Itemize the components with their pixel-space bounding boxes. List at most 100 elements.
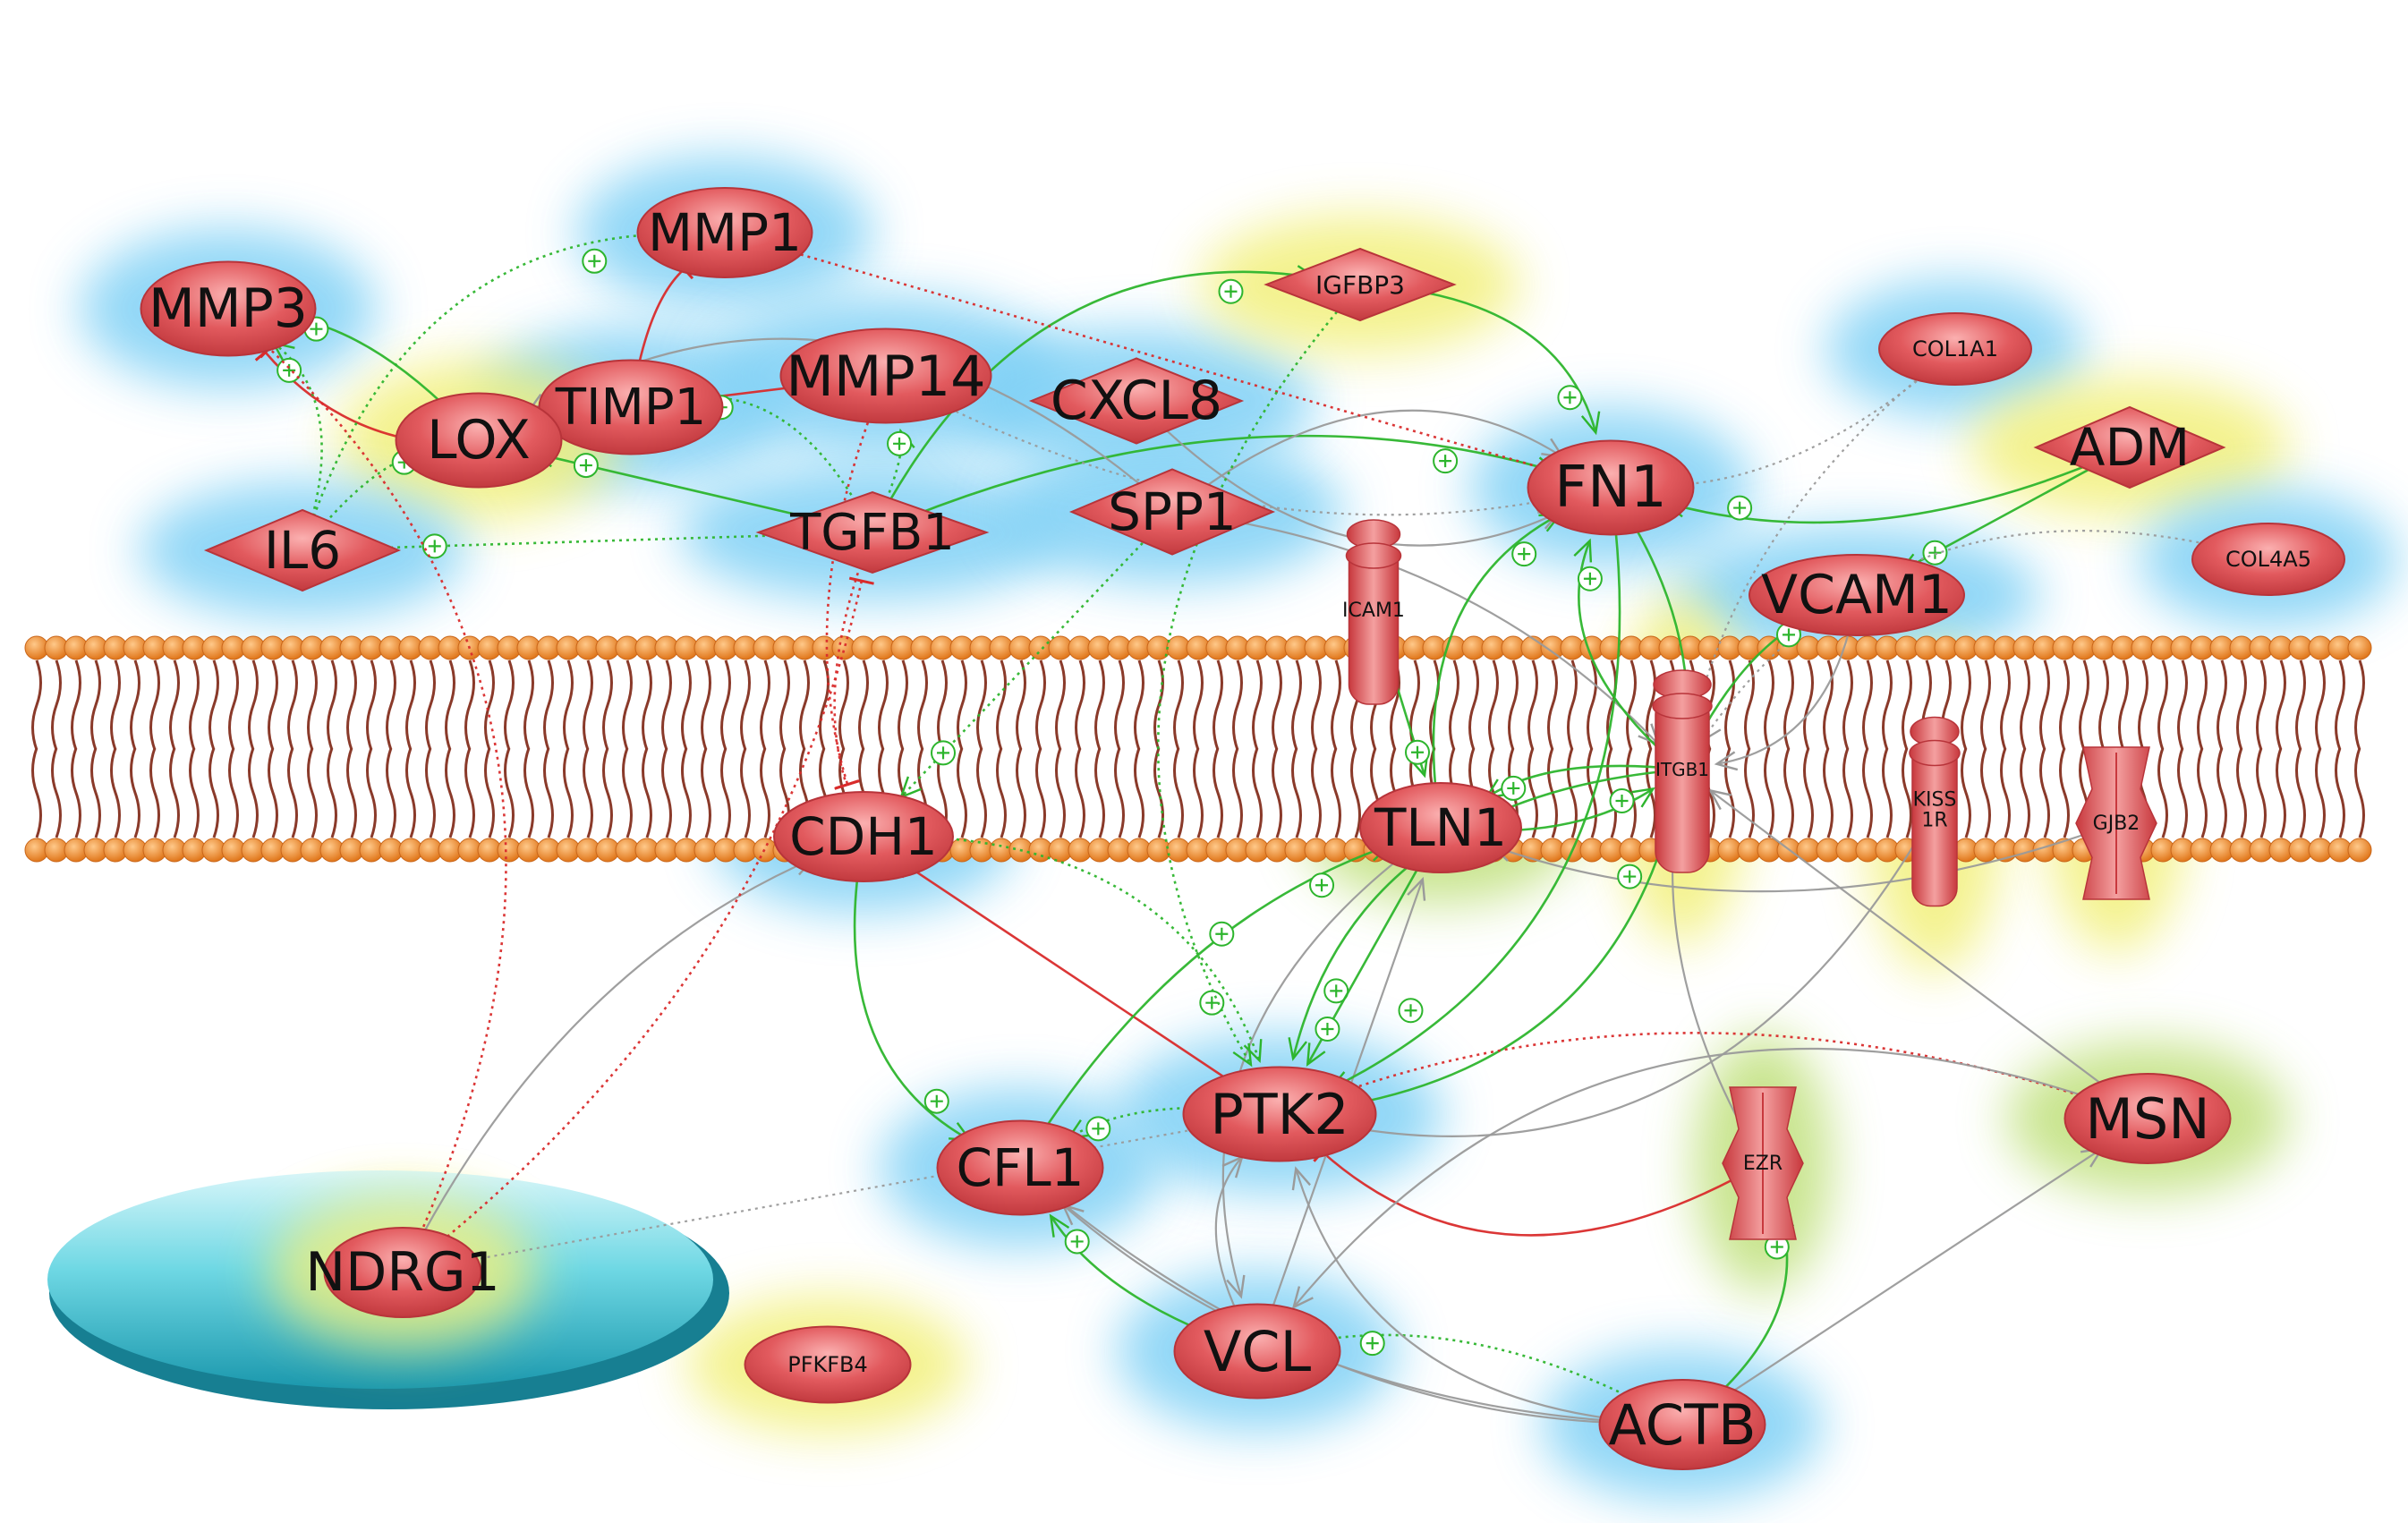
node-mmp14[interactable]: MMP14 [779,328,992,424]
activation-plus-icon [1199,990,1225,1016]
node-il6[interactable]: IL6 [203,508,402,592]
node-gjb2[interactable]: GJB2 [2075,746,2157,900]
activation-plus-icon [1433,448,1459,474]
activation-plus-icon [1085,1116,1111,1142]
node-ndrg1[interactable]: NDRG1 [305,1227,500,1318]
node-col4a5[interactable]: COL4A5 [2191,523,2345,596]
receptor-ring [1652,693,1713,719]
receptor-ring [1345,542,1402,569]
activation-plus-icon [1218,278,1244,304]
node-label: COL1A1 [1912,336,1998,362]
node-shape-ellipse [1527,439,1695,536]
edge-tgfb1-mmp14 [871,428,915,533]
node-shape-diamond [1068,468,1276,556]
node-label: PTK2 [1210,1082,1349,1147]
node-shape-ellipse [1749,554,1965,636]
node-lox[interactable]: LOX [395,392,563,489]
node-label: TLN1 [1374,797,1507,858]
node-label: COL4A5 [2225,547,2311,572]
node-label: MMP3 [149,277,308,340]
arrow-head [1226,1274,1246,1299]
edge-tgfb1-lox [532,447,873,534]
node-itgb1[interactable]: ITGB1 [1652,669,1713,873]
node-ptk2[interactable]: PTK2 [1182,1066,1377,1162]
node-shape-ellipse [323,1227,482,1318]
node-label: PFKFB4 [787,1352,868,1377]
node-shape-ellipse [1598,1379,1766,1470]
node-shape-diamond [1028,357,1245,445]
node-ezr[interactable]: EZR [1722,1086,1804,1240]
node-label: NDRG1 [305,1241,499,1304]
node-icam1[interactable]: ICAM1 [1342,519,1405,705]
node-col1a1[interactable]: COL1A1 [1878,312,2032,386]
node-igfbp3[interactable]: IGFBP3 [1264,247,1457,322]
activation-plus-icon [1064,1229,1090,1255]
node-timp1[interactable]: TIMP1 [538,359,724,455]
arrow-head [1409,753,1429,779]
node-label: MMP14 [786,344,985,409]
arrow-head [1707,788,1732,811]
edge-itgb1-tln1 [1484,764,1683,801]
node-adm[interactable]: ADM [2033,405,2226,489]
node-shape-diamond [203,508,402,592]
activation-plus-icon [1405,739,1431,765]
receptor-body [1655,693,1710,873]
node-shape-diamond [755,490,990,574]
edge-layer [254,224,2269,1434]
activation-plus-icon [1609,788,1635,814]
activation-plus-icon [1775,622,1801,648]
node-shape-ellipse [773,791,954,882]
node-label: FN1 [1554,455,1666,521]
node-mmp3[interactable]: MMP3 [140,260,317,357]
node-shape-ellipse [1173,1303,1341,1400]
node-cxcl8[interactable]: CXCL8 [1028,357,1245,445]
arrow-head [1291,1286,1314,1310]
activation-plus-icon [1209,921,1235,947]
activation-plus-icon [1764,1234,1790,1260]
node-msn[interactable]: MSN [2063,1073,2232,1164]
node-label: ADM [2070,417,2190,478]
node-label: VCAM1 [1761,564,1953,626]
arrow-head [1291,1166,1311,1191]
edge-msn-itgb1 [1707,788,2148,1119]
node-shape-diamond [1264,247,1457,322]
inhibition-bar [848,576,874,585]
node-shape-ellipse [744,1325,912,1404]
node-spp1[interactable]: SPP1 [1068,468,1276,556]
node-mmp1[interactable]: MMP1 [636,187,813,278]
node-actb[interactable]: ACTB [1598,1379,1766,1470]
arrow-head [1714,751,1739,771]
node-label: CDH1 [789,806,938,867]
activation-plus-icon [1359,1331,1385,1357]
membrane-core [27,648,2362,850]
edge-ptk2-cfl1 [1066,1106,1281,1142]
node-cfl1[interactable]: CFL1 [936,1119,1104,1216]
node-tln1[interactable]: TLN1 [1359,782,1522,873]
activation-plus-icon [1922,540,1948,566]
node-shape-ellipse [1878,312,2032,386]
arrow-head [1049,1213,1070,1238]
node-tgfb1[interactable]: TGFB1 [755,490,990,574]
edge-mmp14-cdh1 [825,375,888,790]
node-shape-ellipse [140,260,317,357]
activation-plus-icon [421,533,447,559]
node-vcl[interactable]: VCL [1173,1303,1341,1400]
node-shape-ellipse [1359,782,1522,873]
node-pfkfb4[interactable]: PFKFB4 [744,1325,912,1404]
activation-plus-icon [1315,1016,1340,1042]
activation-plus-icon [1309,872,1335,898]
node-label: MMP1 [648,202,802,263]
node-vcam1[interactable]: VCAM1 [1749,554,1965,636]
node-label: IGFBP3 [1315,270,1405,300]
edge-tln1-vcl [1221,827,1442,1299]
arrow-head [1580,411,1601,436]
activation-plus-icon [1727,495,1753,521]
node-cdh1[interactable]: CDH1 [773,791,954,882]
node-label: GJB2 [2093,813,2140,835]
node-fn1[interactable]: FN1 [1527,439,1695,536]
edge-igfbp3-ptk2 [1156,284,1361,1068]
edge-itgb1-fn1 [1573,538,1683,770]
